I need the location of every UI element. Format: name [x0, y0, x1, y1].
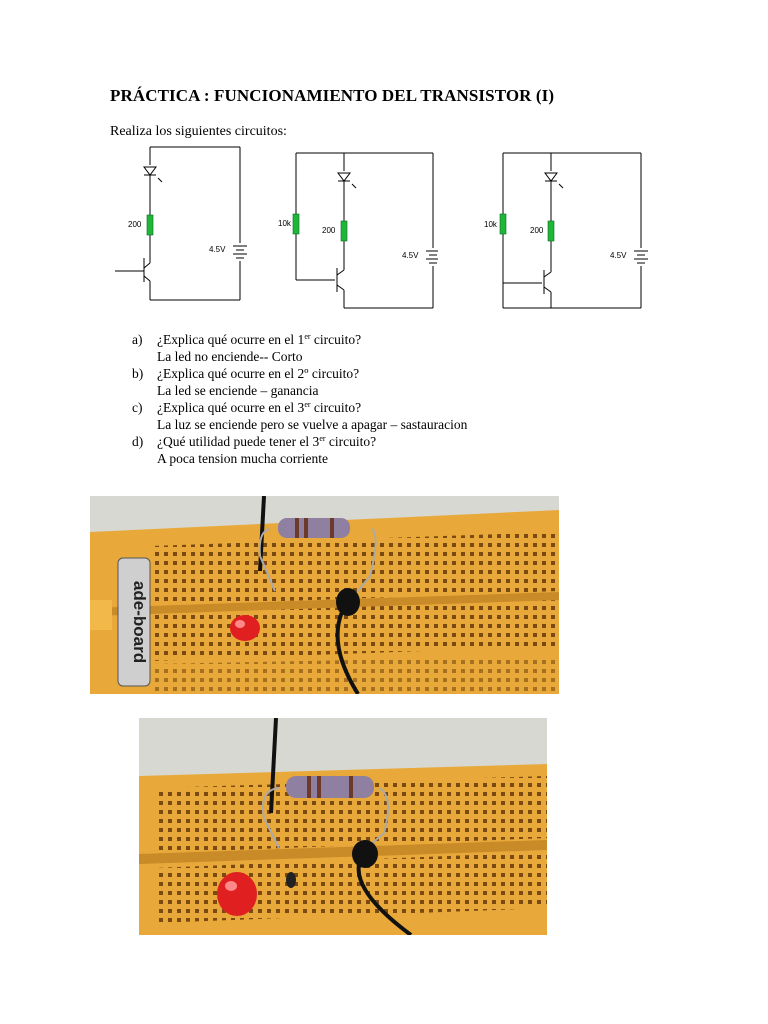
answer-a: La led no enciende-- Corto [157, 349, 303, 364]
answer-c: La luz se enciende pero se vuelve a apag… [157, 417, 468, 432]
base-resistor-label: 10k [278, 219, 292, 228]
resistor-label: 200 [128, 220, 142, 229]
battery-label: 4.5V [610, 251, 627, 260]
led [217, 872, 257, 916]
circuit-3: 10k 200 4.5V [484, 140, 654, 320]
circuit-2: 10k 200 4.5V [278, 140, 440, 320]
led [230, 615, 260, 641]
question-b: b)¿Explica qué ocurre en el 2º circuito?… [132, 365, 467, 399]
resistor [286, 776, 374, 798]
answer-d: A poca tension mucha corriente [157, 451, 328, 466]
resistor-label: 200 [530, 226, 544, 235]
question-d: d)¿Qué utilidad puede tener el 3er circu… [132, 433, 467, 467]
resistor-label: 200 [322, 226, 336, 235]
answer-b: La led se enciende – ganancia [157, 383, 319, 398]
board-label: ade-board [130, 581, 149, 663]
base-resistor-label: 10k [484, 220, 498, 229]
questions-list: a)¿Explica qué ocurre en el 1er circuito… [132, 331, 467, 467]
breadboard-photo-2 [139, 718, 547, 935]
page-title: PRÁCTICA : FUNCIONAMIENTO DEL TRANSISTOR… [110, 86, 555, 105]
intro-text: Realiza los siguientes circuitos: [110, 124, 287, 139]
circuit-1: 200 4.5V [110, 140, 250, 315]
transistor [336, 588, 360, 616]
question-a: a)¿Explica qué ocurre en el 1er circuito… [132, 331, 467, 365]
breadboard-photo-1: ade-board [90, 496, 559, 694]
battery-label: 4.5V [402, 251, 419, 260]
battery-label: 4.5V [209, 245, 226, 254]
resistor [278, 518, 350, 538]
transistor [352, 840, 378, 868]
question-c: c)¿Explica qué ocurre en el 3er circuito… [132, 400, 468, 432]
